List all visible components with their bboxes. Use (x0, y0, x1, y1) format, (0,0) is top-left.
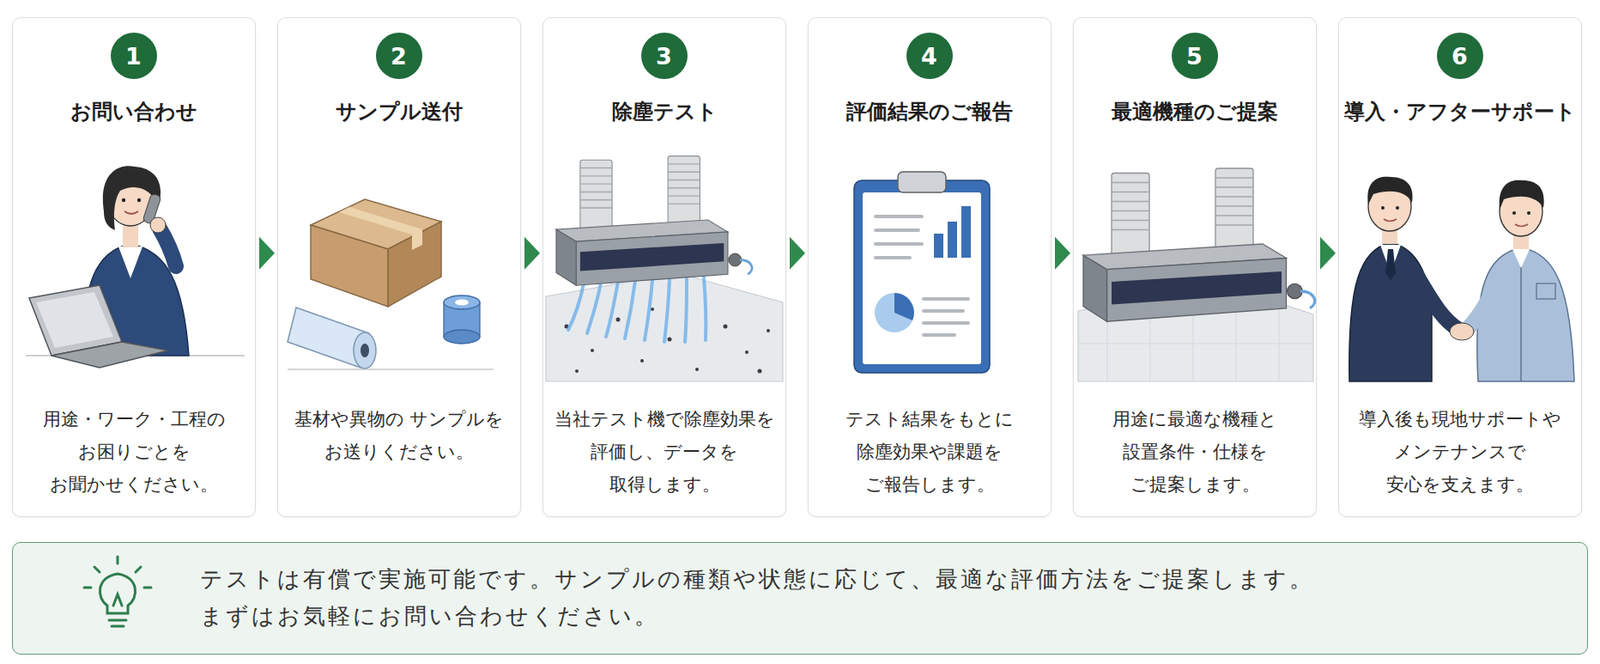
report-illustration (854, 171, 990, 373)
step-number-circle: 2 (375, 32, 423, 79)
flow-arrow (1054, 236, 1071, 270)
lightbulb-icon (84, 556, 152, 626)
step-card: サンプル送付基材や異物の サンプルを お送りください。 2 (277, 17, 522, 517)
step-description: 基材や異物の サンプルを お送りください。 (284, 402, 514, 468)
step-title: 評価結果のご報告 (808, 97, 1051, 126)
step-title: お問い合わせ (12, 97, 255, 126)
note-text: まずはお気軽にお問い合わせください。 (200, 597, 660, 635)
flow-arrow (1320, 236, 1336, 270)
step-title: 最適機種のご提案 (1073, 97, 1316, 126)
sample-illustration (287, 199, 494, 370)
step-number: 6 (1451, 42, 1468, 70)
proposal-machine-illustration (1078, 168, 1316, 382)
step-description: 導入後も現地サポートや メンテナンスで 安心を支えます。 (1345, 402, 1575, 501)
step-title: サンプル送付 (278, 97, 521, 126)
flow-arrow (259, 236, 275, 270)
step-card: 導入・アフターサポート導入後も現地サポートや メンテナンスで 安心を支えます。 6 (1338, 17, 1582, 517)
step-title: 導入・アフターサポート (1339, 97, 1582, 126)
flow-arrow (524, 236, 540, 270)
step-card: 除塵テスト当社テスト機で除塵効果を 評価し、データを 取得します。 3 (542, 17, 787, 517)
step-number: 2 (390, 42, 407, 70)
test-machine-illustration (545, 156, 783, 382)
arrow-head (524, 236, 540, 270)
step-number: 4 (921, 42, 938, 70)
step-description: 当社テスト機で除塵効果を 評価し、データを 取得します。 (550, 402, 779, 501)
arrow-head (259, 236, 275, 270)
arrow-head (789, 236, 806, 270)
note-box: テストは有償で実施可能です。サンプルの種類や状態に応じて、最適な評価方法をご提案… (12, 541, 1588, 655)
step-number-circle: 5 (1171, 32, 1219, 79)
step-card: 評価結果のご報告テスト結果をもとに 除塵効果や課題を ご報告します。 4 (807, 17, 1052, 517)
step-card: 最適機種のご提案用途に最適な機種と 設置条件・仕様を ご提案します。 5 (1072, 17, 1317, 517)
step-description: 用途・ワーク・工程の お困りごとを お聞かせください。 (19, 402, 249, 501)
step-title: 除塵テスト (543, 97, 786, 126)
arrow-head (1054, 236, 1071, 270)
step-description: 用途に最適な機種と 設置条件・仕様を ご提案します。 (1080, 402, 1310, 501)
note-text: テストは有償で実施可能です。サンプルの種類や状態に応じて、最適な評価方法をご提案… (200, 560, 1315, 598)
step-number-circle: 1 (110, 32, 158, 79)
step-number-circle: 6 (1436, 32, 1484, 79)
step-number: 1 (125, 42, 142, 70)
step-number-circle: 3 (641, 32, 688, 79)
step-number: 5 (1186, 42, 1203, 70)
step-number: 3 (655, 42, 673, 70)
operator-illustration (25, 165, 245, 368)
handshake-illustration (1349, 176, 1575, 382)
flow-arrow (789, 236, 806, 270)
step-number-circle: 4 (906, 32, 953, 79)
arrow-head (1320, 236, 1336, 270)
step-description: テスト結果をもとに 除塵効果や課題を ご報告します。 (815, 402, 1044, 501)
step-card: お問い合わせ用途・ワーク・工程の お困りごとを お聞かせください。 1 (12, 17, 256, 517)
